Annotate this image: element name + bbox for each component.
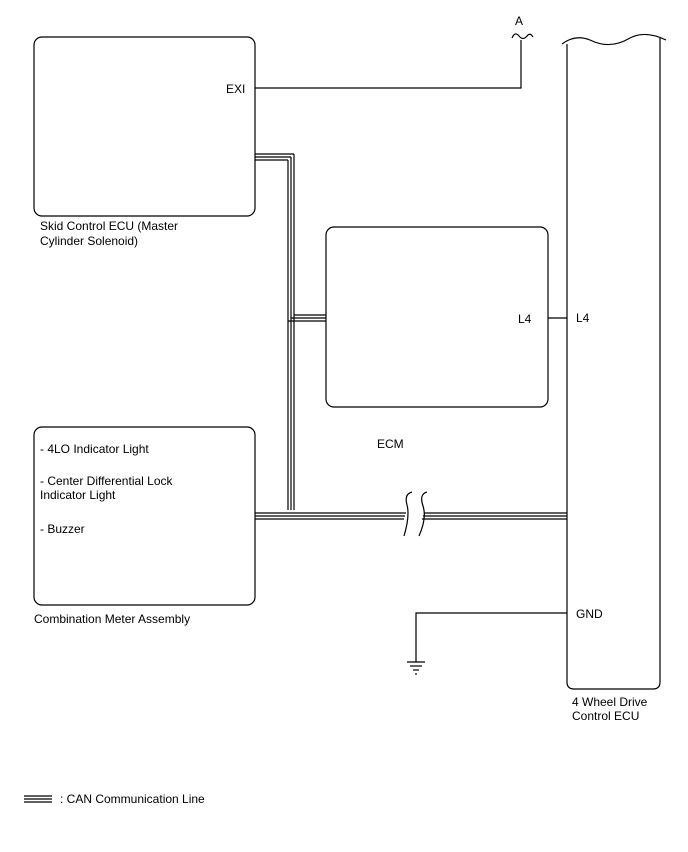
can-break-mark-left <box>403 491 413 537</box>
meter-item-buzzer: - Buzzer <box>40 522 85 536</box>
ecm-box <box>325 226 549 408</box>
meter-item-center-diff-line1: - Center Differential Lock <box>40 474 174 488</box>
connector-a-symbol <box>511 33 534 40</box>
skid-ecu-label-line2: Cylinder Solenoid) <box>40 234 138 248</box>
legend-can-label: : CAN Communication Line <box>60 792 205 806</box>
ecm-label: ECM <box>377 437 404 451</box>
meter-label: Combination Meter Assembly <box>34 612 190 626</box>
skid-ecu-label-line1: Skid Control ECU (Master <box>40 219 178 233</box>
ground-icon <box>407 661 425 675</box>
4wd-ecu-label-line2: Control ECU <box>572 709 639 723</box>
meter-item-center-diff-line2: Indicator Light <box>40 488 116 502</box>
can-bus <box>255 153 567 537</box>
4wd-control-ecu-box <box>566 38 661 690</box>
legend-can-symbol <box>24 795 52 803</box>
4wd-ecu-break-line <box>561 33 667 46</box>
can-break-mark-right <box>418 491 428 537</box>
meter-item-4lo: - 4LO Indicator Light <box>40 442 149 456</box>
skid-control-ecu-box <box>33 36 256 217</box>
4wd-ecu-pin-gnd: GND <box>576 607 603 621</box>
exi-wire <box>255 40 522 89</box>
4wd-ecu-label-line1: 4 Wheel Drive <box>572 695 648 709</box>
connector-a-label: A <box>515 14 523 28</box>
ecm-pin-l4: L4 <box>518 312 532 326</box>
skid-ecu-pin-exi: EXI <box>226 82 245 96</box>
gnd-wire <box>415 612 567 662</box>
4wd-ecu-pin-l4: L4 <box>576 311 590 325</box>
